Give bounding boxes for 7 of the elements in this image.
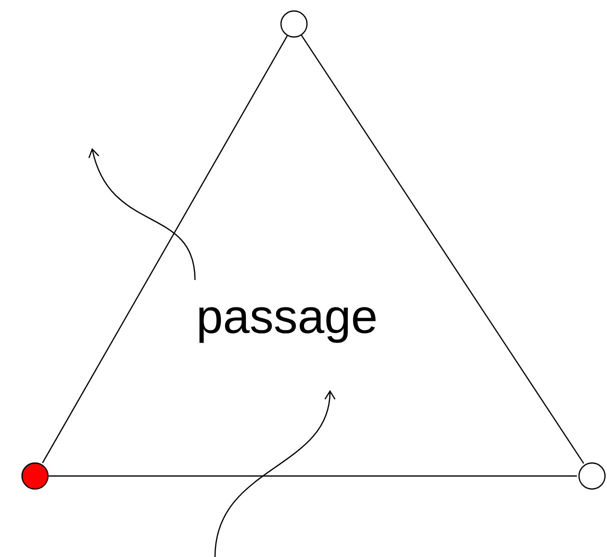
triangle-side xyxy=(300,35,584,464)
vertex-circle xyxy=(21,462,49,490)
face-label: passage xyxy=(199,307,376,343)
triangle-side xyxy=(42,36,288,464)
vertex-circle xyxy=(578,462,606,490)
triangle-side xyxy=(48,475,577,477)
vertex-circle xyxy=(280,10,308,38)
